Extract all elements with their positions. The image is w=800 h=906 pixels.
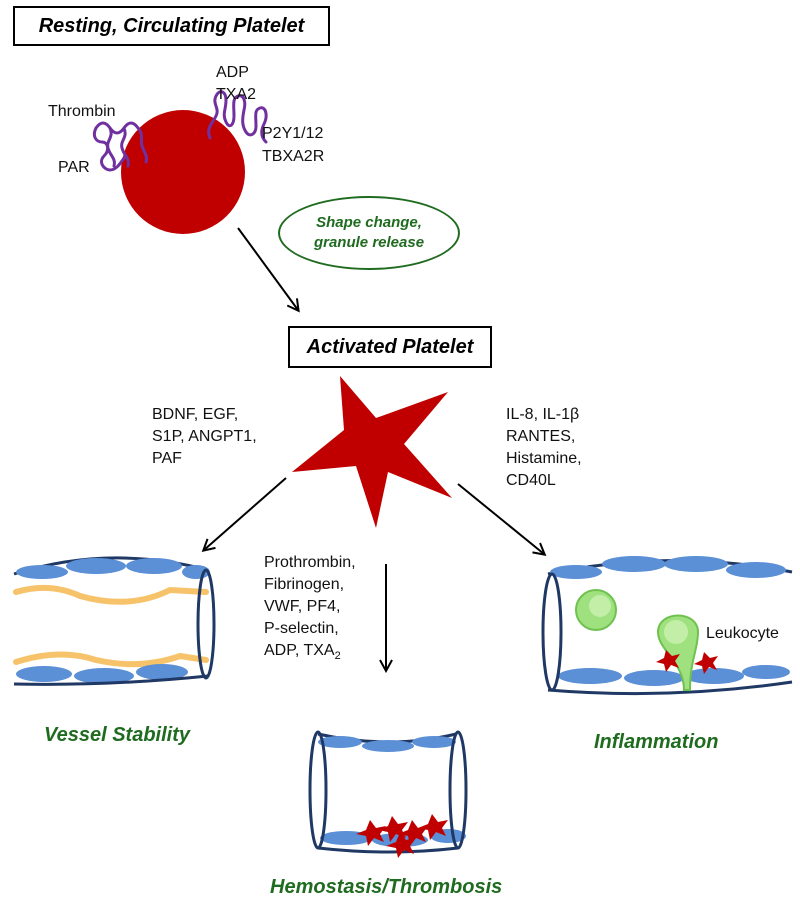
par-receptor-icon [92,121,148,172]
right-factor-line: Histamine, [506,450,582,467]
inflammation-vessel [541,556,793,696]
adhered-platelets [656,650,718,674]
p2y-receptor-icon [207,90,268,144]
right-factor-line: RANTES, [506,428,576,445]
hemostasis-label: Hemostasis/Thrombosis [270,876,503,898]
right-factors: IL-8, IL-1β RANTES, Histamine, CD40L [506,404,582,492]
middle-factors: Prothrombin, Fibrinogen, VWF, PF4, P-sel… [264,552,356,667]
adp-label: ADP [216,64,249,81]
leukocytes [575,589,700,691]
inflammation-label: Inflammation [594,731,719,753]
right-factor-line: IL-8, IL-1β [506,406,580,423]
left-factor-line: S1P, ANGPT1, [152,428,257,445]
middle-factor-line: Fibrinogen, [264,576,345,593]
txa2-label: TXA2 [216,86,257,103]
thrombus-platelets [356,814,448,858]
middle-factor-line-last: ADP, TXA2 [264,640,356,667]
left-factors: BDNF, EGF, S1P, ANGPT1, PAF [152,404,257,470]
left-factor-line: PAF [152,450,182,467]
middle-factor-line: VWF, PF4, [264,598,341,615]
tbxa2r-label: TBXA2R [262,148,325,165]
shape-change-oval: Shape change, granule release [278,196,460,270]
middle-factor-line: Prothrombin, [264,554,356,571]
resting-platelet [121,110,245,234]
vessel-stability-vessel [13,556,216,686]
thrombin-label: Thrombin [48,103,116,120]
oval-line-2: granule release [313,234,425,251]
hemostasis-vessel [308,730,468,854]
left-factor-line: BDNF, EGF, [152,406,239,423]
activated-platelet [292,376,452,528]
vessel-stability-label: Vessel Stability [44,724,190,746]
par-label: PAR [58,159,90,176]
activated-platelet-title: Activated Platelet [288,326,492,368]
middle-factor-line: ADP, TXA [264,642,335,659]
p2y-label: P2Y1/12 [262,125,324,142]
right-factor-line: CD40L [506,472,556,489]
resting-platelet-title: Resting, Circulating Platelet [13,6,330,46]
leukocyte-label: Leukocyte [706,625,779,642]
arrow-activation [237,227,298,310]
arrow-vessel-stability [204,477,287,550]
arrow-inflammation [457,483,544,554]
oval-line-1: Shape change, [316,214,422,231]
middle-factor-line: P-selectin, [264,620,339,637]
txa-subscript: 2 [334,650,341,663]
